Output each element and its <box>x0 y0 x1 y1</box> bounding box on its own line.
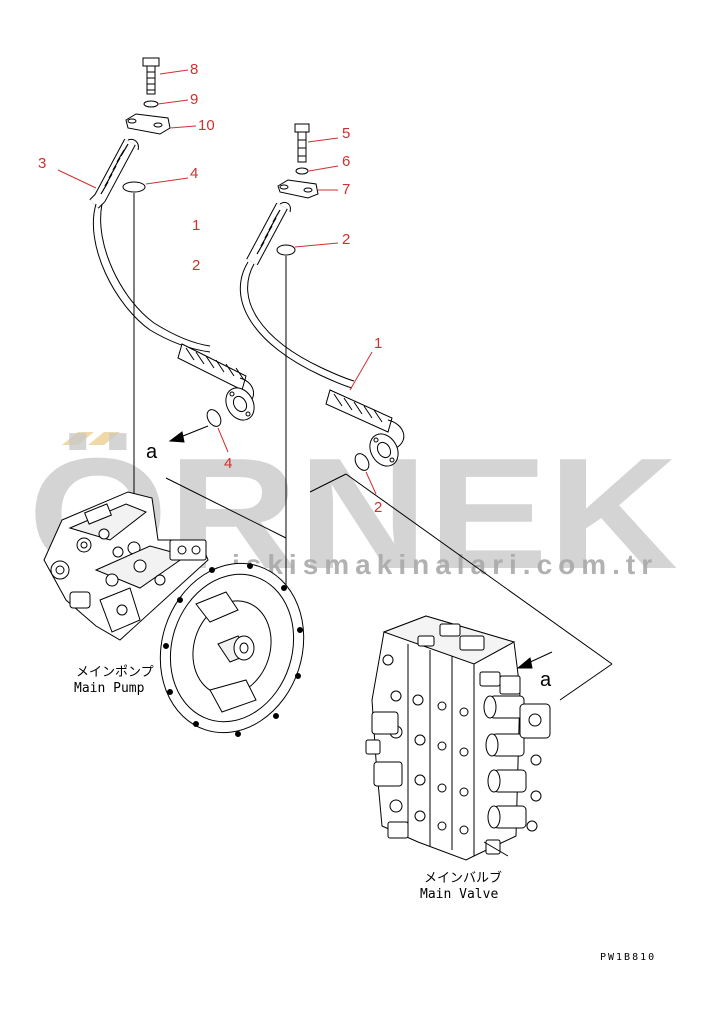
connection-lines <box>133 193 613 701</box>
hose-3 <box>89 138 255 405</box>
main-pump <box>43 491 305 737</box>
drawing-code: PW1B810 <box>600 952 656 963</box>
clamp-10 <box>125 113 171 135</box>
bolt-5 <box>294 123 310 163</box>
callout-numbers: 8 9 10 3 4 1 2 5 6 7 2 1 4 2 <box>38 61 382 516</box>
view-arrow-left <box>168 425 209 443</box>
o-ring-2-top <box>276 244 296 256</box>
callout-1-stack: 1 <box>192 217 200 234</box>
callout-8: 8 <box>190 61 198 78</box>
view-mark-right: a <box>540 669 552 691</box>
washer-6 <box>295 167 309 175</box>
callout-4-top: 4 <box>190 165 198 182</box>
callout-6: 6 <box>342 153 350 170</box>
main-pump-label-en: Main Pump <box>74 681 145 696</box>
flange-hose-3 <box>225 387 255 421</box>
main-valve <box>365 615 551 861</box>
o-ring-4-top <box>122 181 146 193</box>
o-ring-2-lower <box>354 453 370 471</box>
callout-9: 9 <box>190 91 198 108</box>
component-labels: メインポンプ Main Pump メインバルブ Main Valve PW1B8… <box>74 664 656 963</box>
watermark-url: iskismakinalari.com.tr <box>232 549 658 580</box>
callout-1-hose: 1 <box>374 335 382 352</box>
bolt-8 <box>142 57 160 95</box>
callout-7: 7 <box>342 181 350 198</box>
callout-3: 3 <box>38 155 46 172</box>
callout-4-lower: 4 <box>224 455 232 472</box>
view-mark-left: a <box>146 441 158 463</box>
callout-2-stack: 2 <box>192 257 200 274</box>
callout-10: 10 <box>198 117 215 134</box>
callout-5: 5 <box>342 125 350 142</box>
view-arrow-right <box>516 651 553 669</box>
flange-hose-1 <box>369 433 399 467</box>
main-valve-label-en: Main Valve <box>420 887 498 902</box>
callout-2-top: 2 <box>342 231 350 248</box>
main-valve-label-jp: メインバルブ <box>424 870 502 885</box>
hose-1 <box>239 201 405 449</box>
leader-lines <box>57 69 377 495</box>
clamp-7 <box>277 179 319 199</box>
watermark-accent-left <box>62 432 94 445</box>
o-ring-4-lower <box>206 409 222 427</box>
washer-9 <box>143 100 159 108</box>
callout-2-lower: 2 <box>374 499 382 516</box>
main-pump-label-jp: メインポンプ <box>76 664 154 679</box>
watermark-accent-right <box>88 432 120 445</box>
